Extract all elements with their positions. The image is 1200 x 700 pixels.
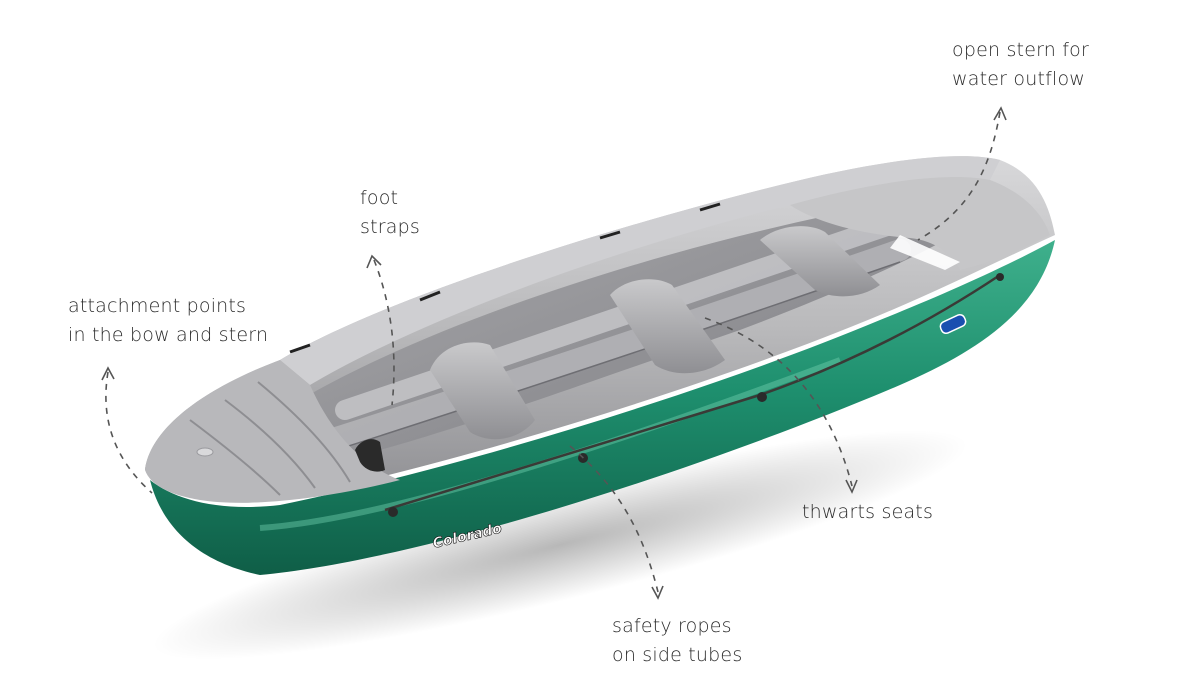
callout-text: open stern for [952, 39, 1089, 61]
arrowhead-icon [993, 106, 1007, 121]
callout-line-safety-ropes [569, 445, 659, 593]
callout-line-foot-straps [373, 259, 395, 406]
thwart-seat-2 [610, 279, 725, 374]
callout-text: on side tubes [612, 644, 743, 666]
callout-thwarts-seats: thwarts seats [802, 498, 933, 527]
callout-text: attachment points [68, 295, 247, 317]
arrowhead-icon [651, 585, 664, 600]
safety-rope [384, 273, 1001, 512]
arrowhead-icon [845, 479, 858, 494]
callout-safety-ropes: safety ropes on side tubes [612, 612, 742, 670]
callout-text: safety ropes [612, 615, 732, 637]
bow-deck [145, 360, 400, 503]
callout-line-attachment [105, 371, 153, 494]
callout-line-thwarts [704, 317, 853, 487]
green-hull [150, 240, 1055, 575]
foot-strap [355, 439, 385, 472]
callout-text: straps [360, 216, 420, 238]
arrowhead-icon [101, 366, 115, 381]
arrowhead-icon [366, 254, 382, 269]
callout-foot-straps: foot straps [360, 184, 420, 242]
callout-attachment-points: attachment points in the bow and stern [68, 292, 268, 350]
thwart-seat-1 [430, 342, 535, 440]
callout-stern-outflow: open stern for water outflow [952, 36, 1089, 94]
brand-badge [939, 313, 967, 335]
thwart-seat-3 [760, 226, 880, 297]
callout-text: water outflow [952, 68, 1086, 90]
callout-text: thwarts seats [802, 501, 934, 523]
ground-shadow [152, 430, 968, 660]
callout-text: foot [360, 187, 399, 209]
stern-deck [790, 177, 1050, 270]
callout-text: in the bow and stern [68, 324, 269, 346]
